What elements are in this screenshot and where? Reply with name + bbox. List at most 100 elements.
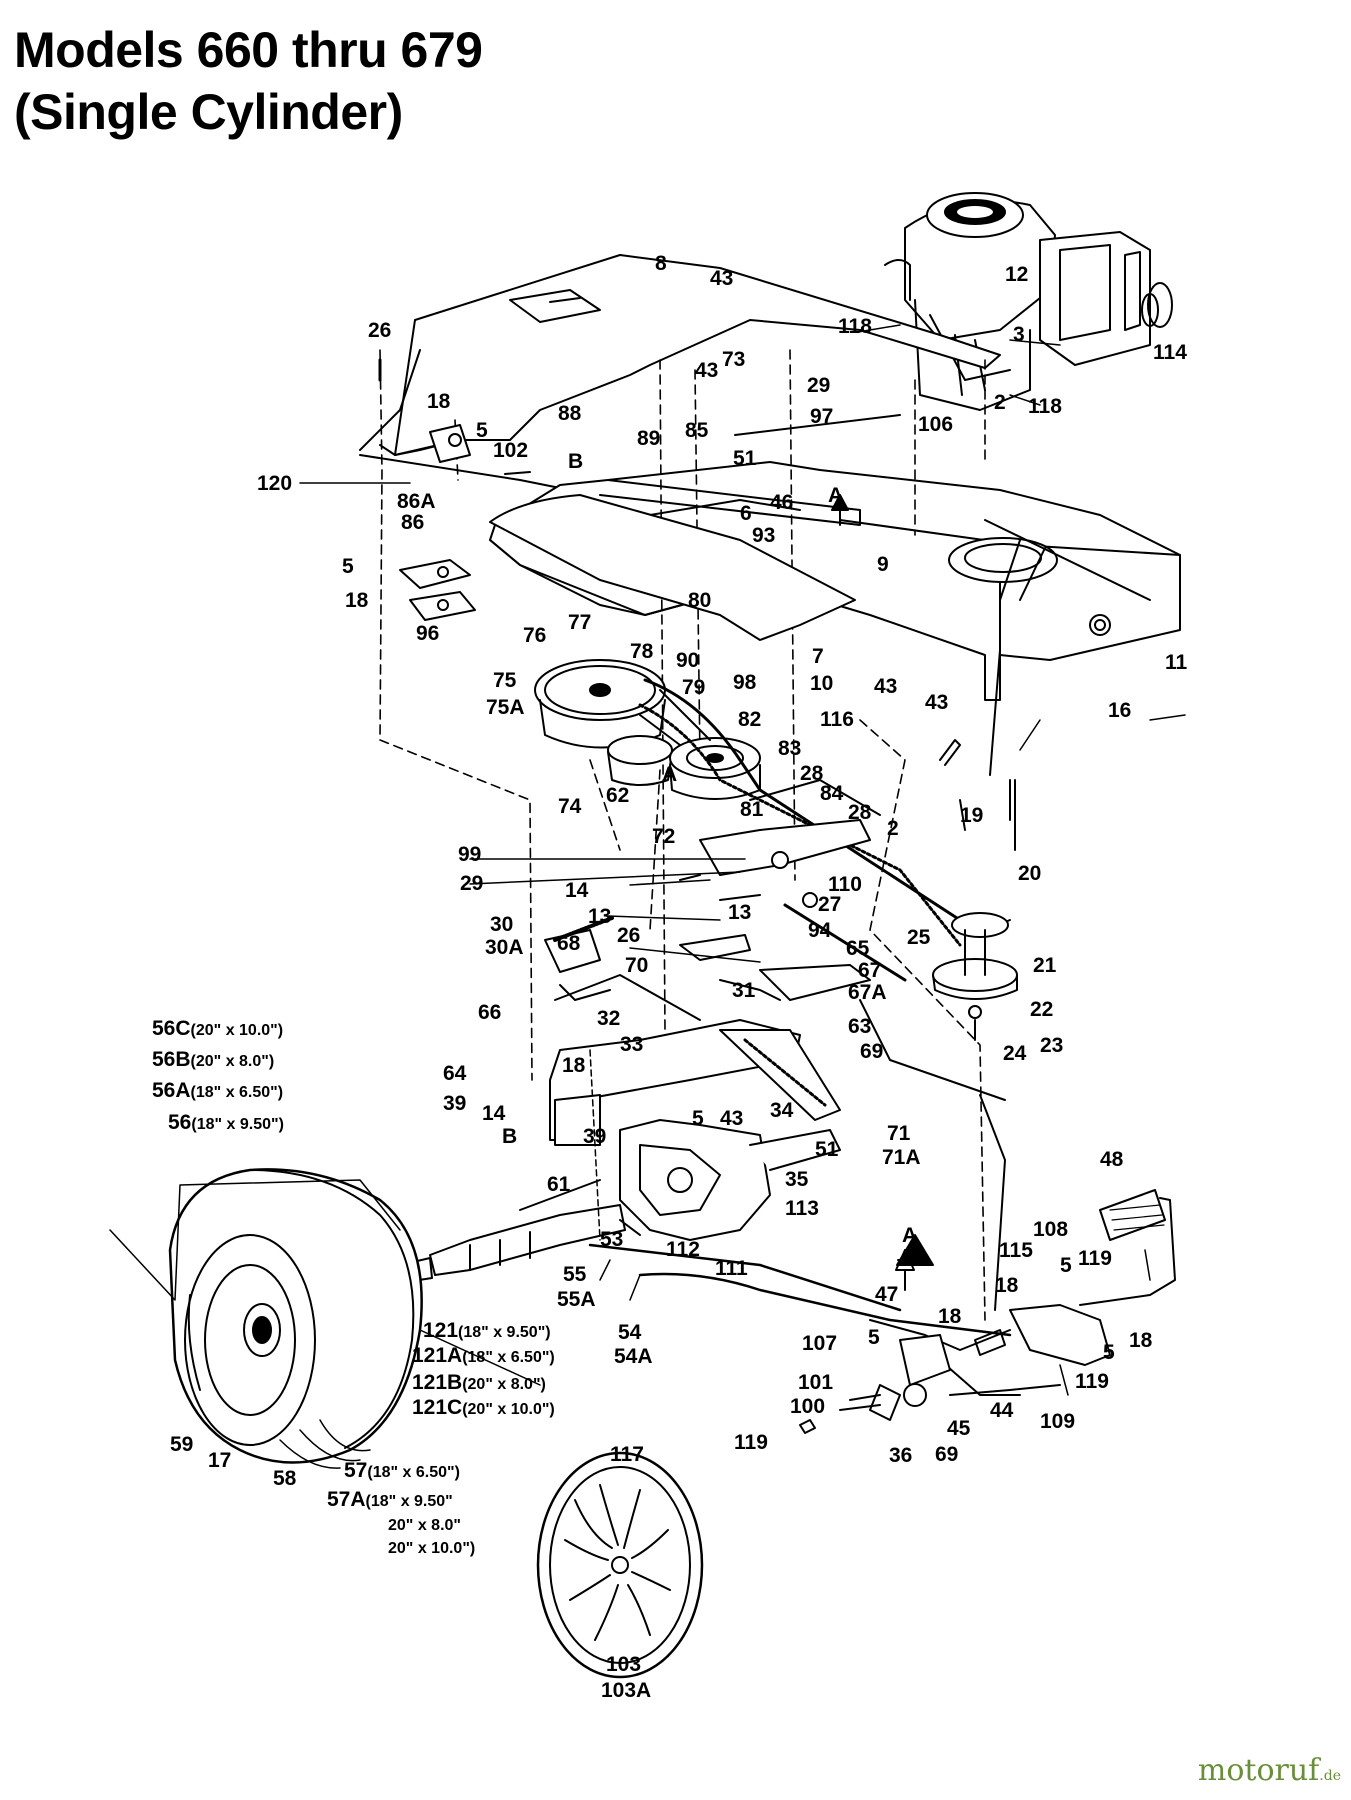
callout-39: 39 (443, 1092, 467, 1115)
callout-5d: 5 (1060, 1254, 1072, 1277)
callout-23: 23 (1040, 1034, 1064, 1057)
callout-80: 80 (688, 589, 712, 612)
callout-107: 107 (802, 1332, 838, 1355)
callout-6: 6 (740, 502, 752, 525)
callout-54: 54 (618, 1321, 642, 1344)
callout-A2: A (662, 763, 678, 786)
lower-bracket (549, 934, 841, 1146)
callout-31: 31 (732, 979, 756, 1002)
idler-arm (679, 649, 1016, 1001)
callout-69: 69 (860, 1040, 884, 1063)
callout-100: 100 (790, 1395, 826, 1418)
callout-89: 89 (637, 427, 661, 450)
size-callout-56B: 56B(20" x 8.0") (152, 1048, 275, 1071)
callout-46: 46 (770, 491, 794, 514)
callout-54A: 54A (614, 1345, 653, 1368)
callout-8: 8 (655, 252, 667, 275)
callout-115: 115 (999, 1239, 1033, 1262)
callout-85: 85 (685, 419, 709, 442)
diagram-title: Models 660 thru 679 (14, 22, 483, 78)
callout-62: 62 (606, 784, 630, 807)
callout-19: 19 (960, 804, 984, 827)
callout-73: 73 (722, 348, 746, 371)
size-callout-56C: 56C(20" x 10.0") (152, 1017, 284, 1040)
callout-A: A (828, 484, 844, 507)
callout-75A: 75A (486, 696, 525, 719)
callout-5b: 5 (342, 555, 354, 578)
callout-78: 78 (630, 640, 654, 663)
callout-32: 32 (597, 1007, 621, 1030)
callout-83: 83 (778, 737, 802, 760)
callout-43: 43 (710, 267, 734, 290)
callout-5e: 5 (868, 1326, 880, 1349)
callout-51: 51 (733, 447, 757, 470)
callout-33: 33 (620, 1033, 644, 1056)
seat-pan (489, 494, 856, 641)
leader-lines (299, 324, 1186, 1396)
callout-79: 79 (682, 676, 706, 699)
callout-10: 10 (810, 672, 834, 695)
transaxle (399, 1119, 841, 1284)
callout-93: 93 (752, 524, 776, 547)
callout-120: 120 (257, 472, 293, 495)
callout-12: 12 (1005, 263, 1029, 286)
callout-90: 90 (676, 649, 700, 672)
callout-11: 11 (1165, 651, 1188, 674)
callout-98: 98 (733, 671, 757, 694)
callout-67A: 67A (848, 981, 887, 1004)
callout-96: 96 (416, 622, 440, 645)
callout-63: 63 (848, 1015, 872, 1038)
size-callout-57A: 57A(18" x 9.50" (327, 1488, 453, 1511)
callout-97: 97 (810, 405, 834, 428)
callout-110: 110 (828, 873, 862, 896)
callout-51b: 51 (815, 1138, 839, 1161)
callout-27: 27 (818, 893, 842, 916)
callout-47: 47 (875, 1283, 899, 1306)
callout-66: 66 (478, 1001, 502, 1024)
callout-35: 35 (785, 1168, 809, 1191)
callout-18e: 18 (938, 1305, 962, 1328)
callout-64: 64 (443, 1062, 467, 1085)
callout-118: 118 (838, 315, 872, 338)
callout-24: 24 (1003, 1042, 1027, 1065)
callout-2: 2 (994, 391, 1006, 414)
callout-99: 99 (458, 843, 482, 866)
callout-58: 58 (273, 1467, 297, 1490)
callout-29b: 29 (460, 872, 484, 895)
watermark-logo: motoruf.de (1197, 1753, 1341, 1788)
size-callout-121A: 121A(18" x 6.50") (412, 1344, 555, 1367)
callout-81: 81 (740, 798, 764, 821)
callout-3: 3 (1013, 323, 1025, 346)
diagram-subtitle: (Single Cylinder) (14, 84, 403, 140)
size-callout-57A-line3: 20" x 10.0") (388, 1540, 476, 1557)
callout-113: 113 (785, 1197, 819, 1220)
callout-77: 77 (568, 611, 592, 634)
callout-45: 45 (947, 1417, 971, 1440)
pedal-assembly (799, 1189, 1176, 1434)
callout-69b: 69 (935, 1443, 959, 1466)
callout-53: 53 (600, 1228, 624, 1251)
callout-43d: 43 (925, 691, 949, 714)
callout-48: 48 (1100, 1148, 1124, 1171)
callout-18d: 18 (995, 1274, 1019, 1297)
callout-72: 72 (652, 825, 676, 848)
callout-70: 70 (625, 954, 649, 977)
callout-20: 20 (1018, 862, 1042, 885)
callout-108: 108 (1033, 1218, 1069, 1241)
callout-30: 30 (490, 913, 514, 936)
drive-pulleys (534, 659, 1018, 1041)
callout-102: 102 (493, 439, 529, 462)
callout-30A: 30A (485, 936, 524, 959)
callout-103: 103 (606, 1653, 642, 1676)
callout-39b: 39 (583, 1125, 607, 1148)
callout-26b: 26 (617, 924, 641, 947)
callout-5: 5 (476, 419, 488, 442)
callout-116: 116 (820, 708, 854, 731)
callout-36: 36 (889, 1444, 913, 1467)
callout-22: 22 (1030, 998, 1054, 1021)
callout-7: 7 (812, 645, 824, 668)
callout-B2: B (502, 1125, 518, 1148)
callout-9: 9 (877, 553, 889, 576)
engine (884, 192, 1173, 411)
